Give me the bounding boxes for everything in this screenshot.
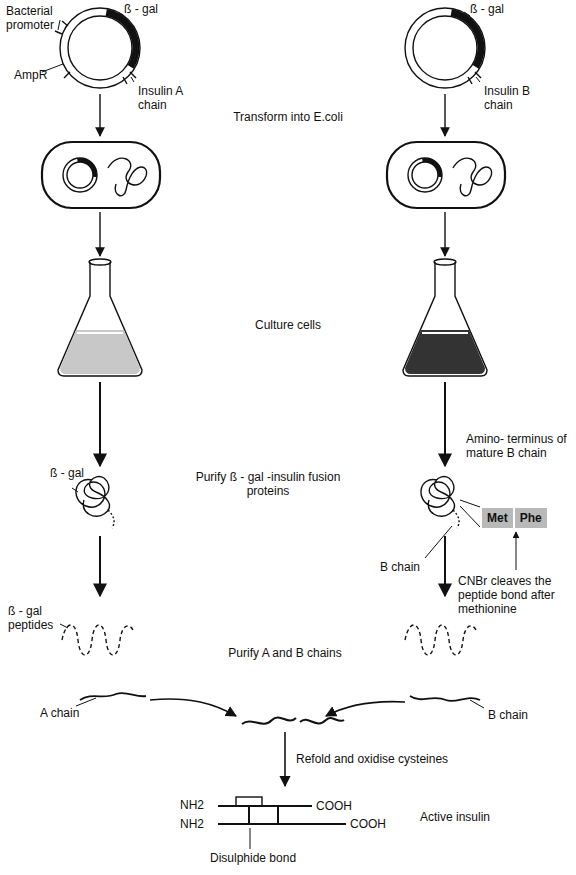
part-label: A chain <box>40 706 79 720</box>
result-label: Active insulin <box>420 810 490 824</box>
step-label: Transform into E.coli <box>233 110 343 124</box>
callout-label: Disulphide bond <box>210 851 296 865</box>
part-label: Insulin B chain <box>484 84 554 112</box>
callout-label: CNBr cleaves the peptide bond after meth… <box>458 574 570 616</box>
part-label: ß - gal <box>470 2 504 16</box>
step-label: Culture cells <box>255 318 321 332</box>
callout-label: Amino- terminus of mature B chain <box>466 432 570 460</box>
part-label: B chain <box>488 708 528 722</box>
part-label: ß - gal peptides <box>8 604 60 632</box>
terminus-label: COOH <box>316 799 352 813</box>
terminus-label: NH2 <box>180 817 204 831</box>
part-label: Insulin A chain <box>138 84 208 112</box>
step-label: Purify A and B chains <box>228 646 341 660</box>
terminus-label: NH2 <box>180 798 204 812</box>
part-label: ß - gal <box>50 466 84 480</box>
terminus-label: COOH <box>350 817 386 831</box>
part-label: Bacterial promoter <box>6 4 86 32</box>
amino-acid-name: Phe <box>520 511 542 525</box>
step-label: Purify ß - gal -insulin fusion proteins <box>193 470 343 498</box>
amino-acid-name: Met <box>487 511 508 525</box>
part-label: ß - gal <box>124 2 158 16</box>
amino-acid-box: Met <box>482 508 513 528</box>
step-label: Refold and oxidise cysteines <box>296 752 448 766</box>
part-label: B chain <box>380 560 420 574</box>
amino-acid-box: Phe <box>515 508 547 528</box>
part-label: AmpR <box>14 68 47 82</box>
